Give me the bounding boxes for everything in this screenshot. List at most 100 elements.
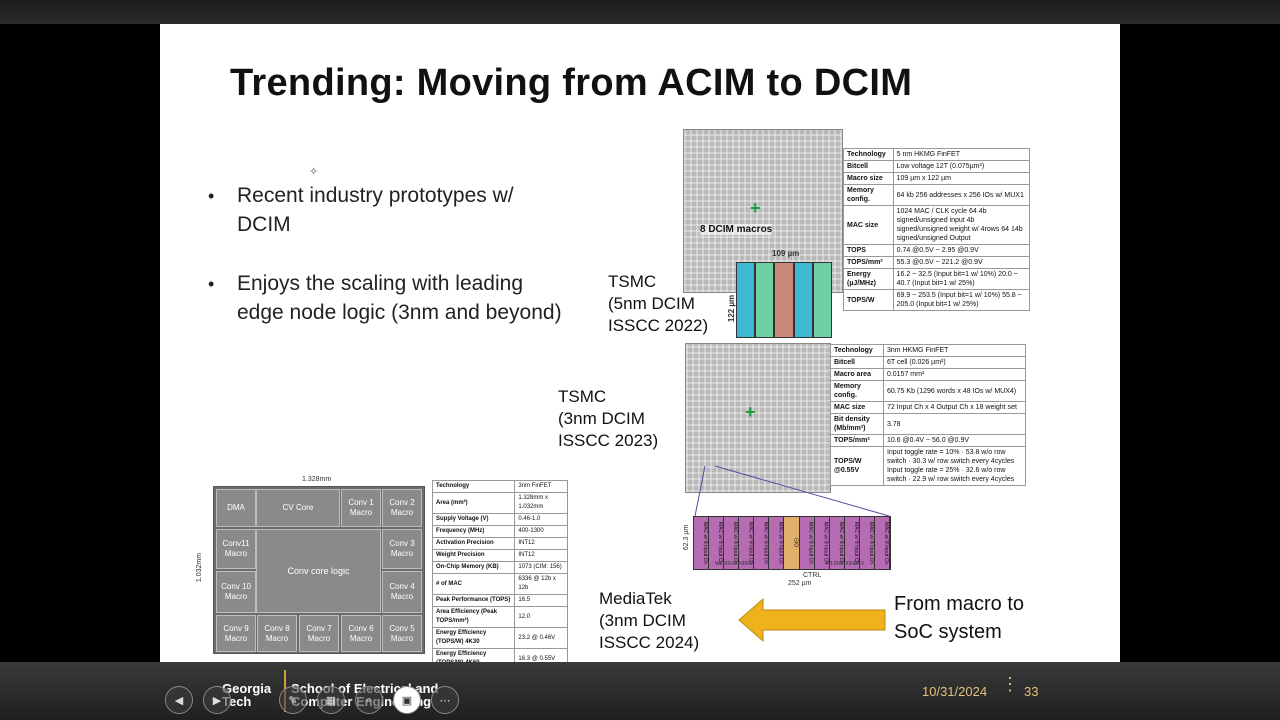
spec-key: Energy (µJ/MHz) [843, 268, 894, 290]
spec-key: Area Efficiency (Peak TOPS/mm²) [431, 606, 516, 628]
height-1032-label: 1.032mm [196, 552, 204, 583]
spec-row: Memory config.60.75 Kb (1296 words x 48 … [830, 380, 1027, 402]
spec-key: Technology [843, 148, 894, 161]
mt-width-label: 252 µm [788, 580, 812, 587]
spec-row: Bit density (Mb/mm²)3.78 [830, 413, 1027, 435]
spec-row: On-Chip Memory (KB)1073 (CIM: 156) [431, 561, 568, 574]
spec-key: Activation Precision [431, 537, 516, 550]
spec-row: Energy Efficiency (TOPS/W) 4K6016.3 @ 0.… [431, 648, 568, 662]
mac-cell: MAC w/ 8 Input Ch [709, 517, 725, 569]
mac-cell: MAC w/ 8 Input Ch [694, 517, 710, 569]
slide: Trending: Moving from ACIM to DCIM ✧ • R… [160, 24, 1120, 662]
slides-grid-button[interactable]: ▦ [317, 686, 345, 714]
spec-key: Frequency (MHz) [431, 525, 516, 538]
tsmc5-die-photo [683, 129, 843, 293]
conv-core-logic-block: Conv core logic [256, 529, 381, 613]
spec-value: INT12 [514, 549, 568, 562]
conv10-block: Conv 10 Macro [216, 571, 256, 613]
spec-value: 3nm HKMG FinFET [882, 344, 1027, 357]
spec-key: Memory config. [830, 380, 884, 402]
cursor-icon: ✧ [309, 166, 319, 178]
camera-button[interactable]: ▣ [393, 686, 421, 714]
cv-core-block: CV Core [256, 489, 340, 527]
spec-key: Macro size [843, 172, 894, 185]
spec-key: On-Chip Memory (KB) [431, 561, 516, 574]
spec-value: 3.78 [882, 413, 1027, 435]
mac-cell: MAC w/ 8 Input Ch [875, 517, 891, 569]
spec-value: 64 kb 256 addresses x 256 IOs w/ MUX1 [892, 184, 1031, 206]
spec-row: Memory config.64 kb 256 addresses x 256 … [843, 184, 1031, 206]
pen-tool-button[interactable]: ✎ [279, 686, 307, 714]
height-122-label: 122 µm [727, 294, 737, 323]
bullet-list: • Recent industry prototypes w/ DCIM • E… [208, 182, 568, 358]
spec-key: TOPS [843, 244, 894, 257]
spec-key: Bitcell [843, 160, 894, 173]
bottom-bar [0, 662, 1280, 720]
spec-key: Macro area [830, 368, 884, 381]
spec-value: Low voltage 12T (0.075µm²) [892, 160, 1031, 173]
mac-cell: MAC w/ 8 Input Ch [860, 517, 875, 569]
gio-cell: GIO [784, 517, 800, 569]
bullet-dot-icon: • [208, 186, 215, 206]
spec-key: TOPS/W @0.55V [830, 446, 884, 486]
mt-height-label: 62.3 µm [683, 524, 691, 551]
mt-ctrl-label: CTRL [803, 572, 822, 579]
spec-value: 0.74 @0.5V ~ 2.95 @0.9V [892, 244, 1031, 257]
more-options-button[interactable]: ⋯ [431, 686, 459, 714]
prev-slide-button[interactable]: ◀ [165, 686, 193, 714]
spec-value: 12.0 [514, 606, 568, 628]
next-slide-button[interactable]: ▶ [203, 686, 231, 714]
conv6-block: Conv 6 Macro [341, 615, 381, 652]
spec-value: 0.46-1.0 [514, 513, 568, 526]
conv2-block: Conv 2 Macro [382, 489, 422, 527]
mac-cell: MAC w/ 8 Input Ch [830, 517, 845, 569]
spec-value: 69.9 ~ 253.5 (Input bit=1 w/ 10%) 55.8 ~… [892, 289, 1031, 311]
spec-key: TOPS/mm² [843, 256, 894, 269]
conv8-block: Conv 8 Macro [257, 615, 297, 652]
spec-value: 1024 MAC / CLK cycle 64 4b signed/unsign… [892, 205, 1031, 245]
crosshair-icon: + [750, 198, 761, 218]
spec-value: 6T cell (0.026 µm²) [882, 356, 1027, 369]
soc-floorplan: DMA CV Core Conv 1 Macro Conv 2 Macro Co… [213, 486, 425, 654]
spec-row: Supply Voltage (V)0.46-1.0 [431, 513, 568, 526]
bullet-text: Enjoys the scaling with leading edge nod… [237, 272, 562, 324]
spec-value: 10.6 @0.4V ~ 56.0 @0.9V [882, 434, 1027, 447]
spec-value: 60.75 Kb (1296 words x 48 IOs w/ MUX4) [882, 380, 1027, 402]
spec-key: Energy Efficiency (TOPS/W) 4K60 [431, 648, 516, 662]
conv11-block: Conv11 Macro [216, 529, 256, 569]
dma-block: DMA [216, 489, 256, 527]
zoom-button[interactable]: ⌕ [355, 686, 383, 714]
spec-row: Area Efficiency (Peak TOPS/mm²)12.0 [431, 606, 568, 628]
dcim-macros-label: 8 DCIM macros [700, 224, 773, 235]
dcim-macro-strip [736, 262, 833, 338]
spec-key: Technology [431, 480, 516, 493]
bullet-item: • Enjoys the scaling with leading edge n… [208, 270, 568, 327]
width-1328-label: 1.328mm [302, 476, 332, 483]
spec-key: Technology [830, 344, 884, 357]
spec-key: MAC size [843, 205, 894, 245]
spec-row: Energy (µJ/MHz)16.2 ~ 32.5 (Input bit=1 … [843, 268, 1031, 290]
page-number: 33 [1024, 684, 1039, 699]
window-top-bar [0, 0, 1280, 24]
footer-separator-icon: ⋮ [1001, 674, 1019, 694]
spec-value: Input toggle rate = 10% · 53.8 w/o row s… [882, 446, 1027, 486]
mediatek-label: MediaTek (3nm DCIM ISSCC 2024) [599, 589, 700, 652]
spec-row: Frequency (MHz)400-1300 [431, 525, 568, 538]
spec-value: INT12 [514, 537, 568, 550]
